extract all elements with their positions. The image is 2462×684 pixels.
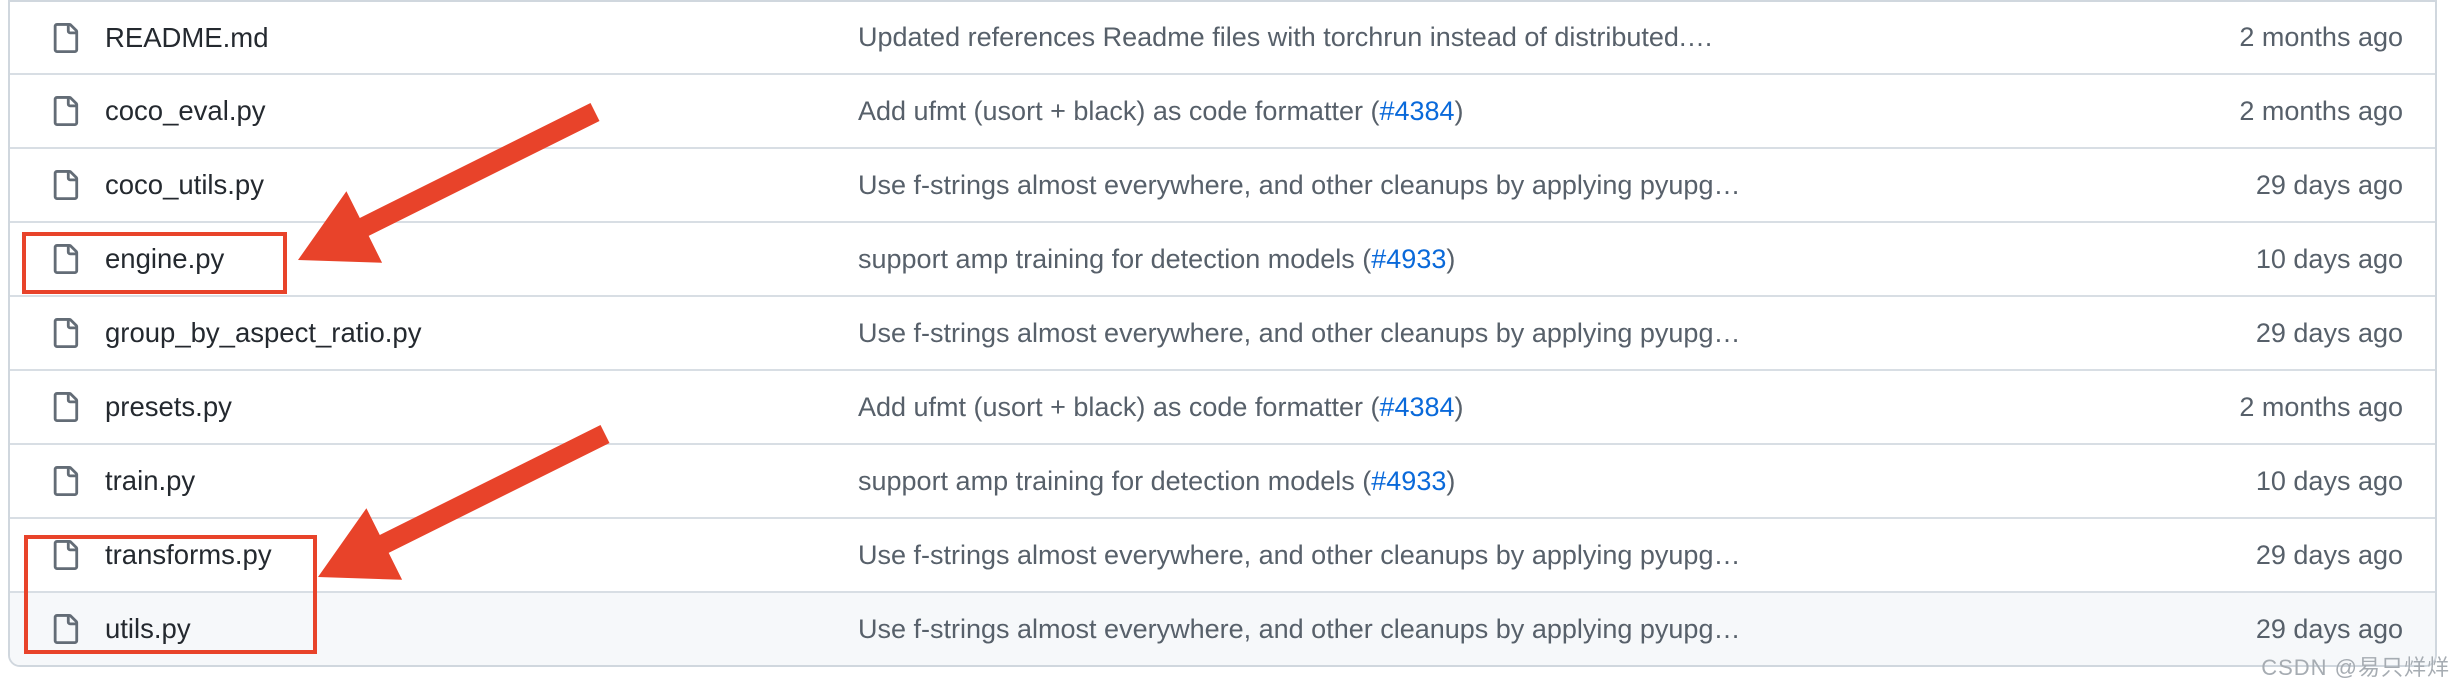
last-commit-date: 29 days ago xyxy=(2255,317,2403,348)
commit-message-suffix[interactable]: ) xyxy=(1446,465,1456,496)
file-table: README.md Updated references Readme file… xyxy=(8,0,2437,667)
file-row: engine.py support amp training for detec… xyxy=(10,221,2435,295)
last-commit-date: 10 days ago xyxy=(2255,465,2403,496)
file-name-link[interactable]: transforms.py xyxy=(105,539,272,570)
file-icon xyxy=(50,75,82,147)
commit-message-link[interactable]: Use f-strings almost everywhere, and oth… xyxy=(858,170,1953,201)
issue-link[interactable]: #4384 xyxy=(1379,391,1455,422)
file-icon xyxy=(50,519,82,591)
last-commit-date: 2 months ago xyxy=(2239,95,2403,126)
file-row: coco_utils.py Use f-strings almost every… xyxy=(10,147,2435,221)
file-icon xyxy=(50,445,82,517)
last-commit-date: 10 days ago xyxy=(2255,243,2403,274)
commit-message-link[interactable]: support amp training for detection model… xyxy=(858,244,1953,275)
commit-message-link[interactable]: Use f-strings almost everywhere, and oth… xyxy=(858,540,1953,571)
commit-message-text[interactable]: Use f-strings almost everywhere, and oth… xyxy=(858,317,1741,348)
file-icon xyxy=(50,2,82,73)
commit-message-link[interactable]: support amp training for detection model… xyxy=(858,466,1953,497)
commit-message-link[interactable]: Updated references Readme files with tor… xyxy=(858,22,1953,53)
commit-message-suffix[interactable]: ) xyxy=(1454,95,1464,126)
commit-message-text[interactable]: Updated references Readme files with tor… xyxy=(858,22,1714,52)
file-name-link[interactable]: train.py xyxy=(105,465,196,496)
last-commit-date: 29 days ago xyxy=(2255,539,2403,570)
commit-message-suffix[interactable]: ) xyxy=(1454,391,1464,422)
commit-message-text[interactable]: Add ufmt (usort + black) as code formatt… xyxy=(858,391,1380,422)
file-row: utils.py Use f-strings almost everywhere… xyxy=(10,591,2435,665)
commit-message-text[interactable]: support amp training for detection model… xyxy=(858,465,1372,496)
file-name-link[interactable]: coco_eval.py xyxy=(105,95,266,126)
file-icon xyxy=(50,297,82,369)
file-name-link[interactable]: utils.py xyxy=(105,613,191,644)
commit-message-link[interactable]: Add ufmt (usort + black) as code formatt… xyxy=(858,96,1953,127)
last-commit-date: 29 days ago xyxy=(2255,169,2403,200)
commit-message-text[interactable]: Use f-strings almost everywhere, and oth… xyxy=(858,539,1741,570)
commit-message-text[interactable]: support amp training for detection model… xyxy=(858,243,1372,274)
watermark: CSDN @易只烊烊 xyxy=(2261,655,2450,680)
file-row: train.py support amp training for detect… xyxy=(10,443,2435,517)
commit-message-text[interactable]: Use f-strings almost everywhere, and oth… xyxy=(858,169,1741,200)
commit-message-suffix[interactable]: ) xyxy=(1446,243,1456,274)
file-icon xyxy=(50,149,82,221)
issue-link[interactable]: #4933 xyxy=(1371,243,1447,274)
file-icon xyxy=(50,223,82,295)
file-row: presets.py Add ufmt (usort + black) as c… xyxy=(10,369,2435,443)
commit-message-text[interactable]: Use f-strings almost everywhere, and oth… xyxy=(858,613,1741,644)
commit-message-link[interactable]: Use f-strings almost everywhere, and oth… xyxy=(858,614,1953,645)
last-commit-date: 29 days ago xyxy=(2255,613,2403,644)
issue-link[interactable]: #4384 xyxy=(1379,95,1455,126)
file-row: coco_eval.py Add ufmt (usort + black) as… xyxy=(10,73,2435,147)
file-row: transforms.py Use f-strings almost every… xyxy=(10,517,2435,591)
file-name-link[interactable]: engine.py xyxy=(105,243,225,274)
commit-message-link[interactable]: Use f-strings almost everywhere, and oth… xyxy=(858,318,1953,349)
file-icon xyxy=(50,371,82,443)
file-row: group_by_aspect_ratio.py Use f-strings a… xyxy=(10,295,2435,369)
file-icon xyxy=(50,593,82,665)
commit-message-text[interactable]: Add ufmt (usort + black) as code formatt… xyxy=(858,95,1380,126)
file-name-link[interactable]: presets.py xyxy=(105,391,232,422)
file-row: README.md Updated references Readme file… xyxy=(10,2,2435,73)
issue-link[interactable]: #4933 xyxy=(1371,465,1447,496)
file-name-link[interactable]: group_by_aspect_ratio.py xyxy=(105,317,422,348)
last-commit-date: 2 months ago xyxy=(2239,391,2403,422)
file-name-link[interactable]: coco_utils.py xyxy=(105,169,264,200)
file-name-link[interactable]: README.md xyxy=(105,21,269,53)
last-commit-date: 2 months ago xyxy=(2239,22,2403,52)
commit-message-link[interactable]: Add ufmt (usort + black) as code formatt… xyxy=(858,392,1953,423)
